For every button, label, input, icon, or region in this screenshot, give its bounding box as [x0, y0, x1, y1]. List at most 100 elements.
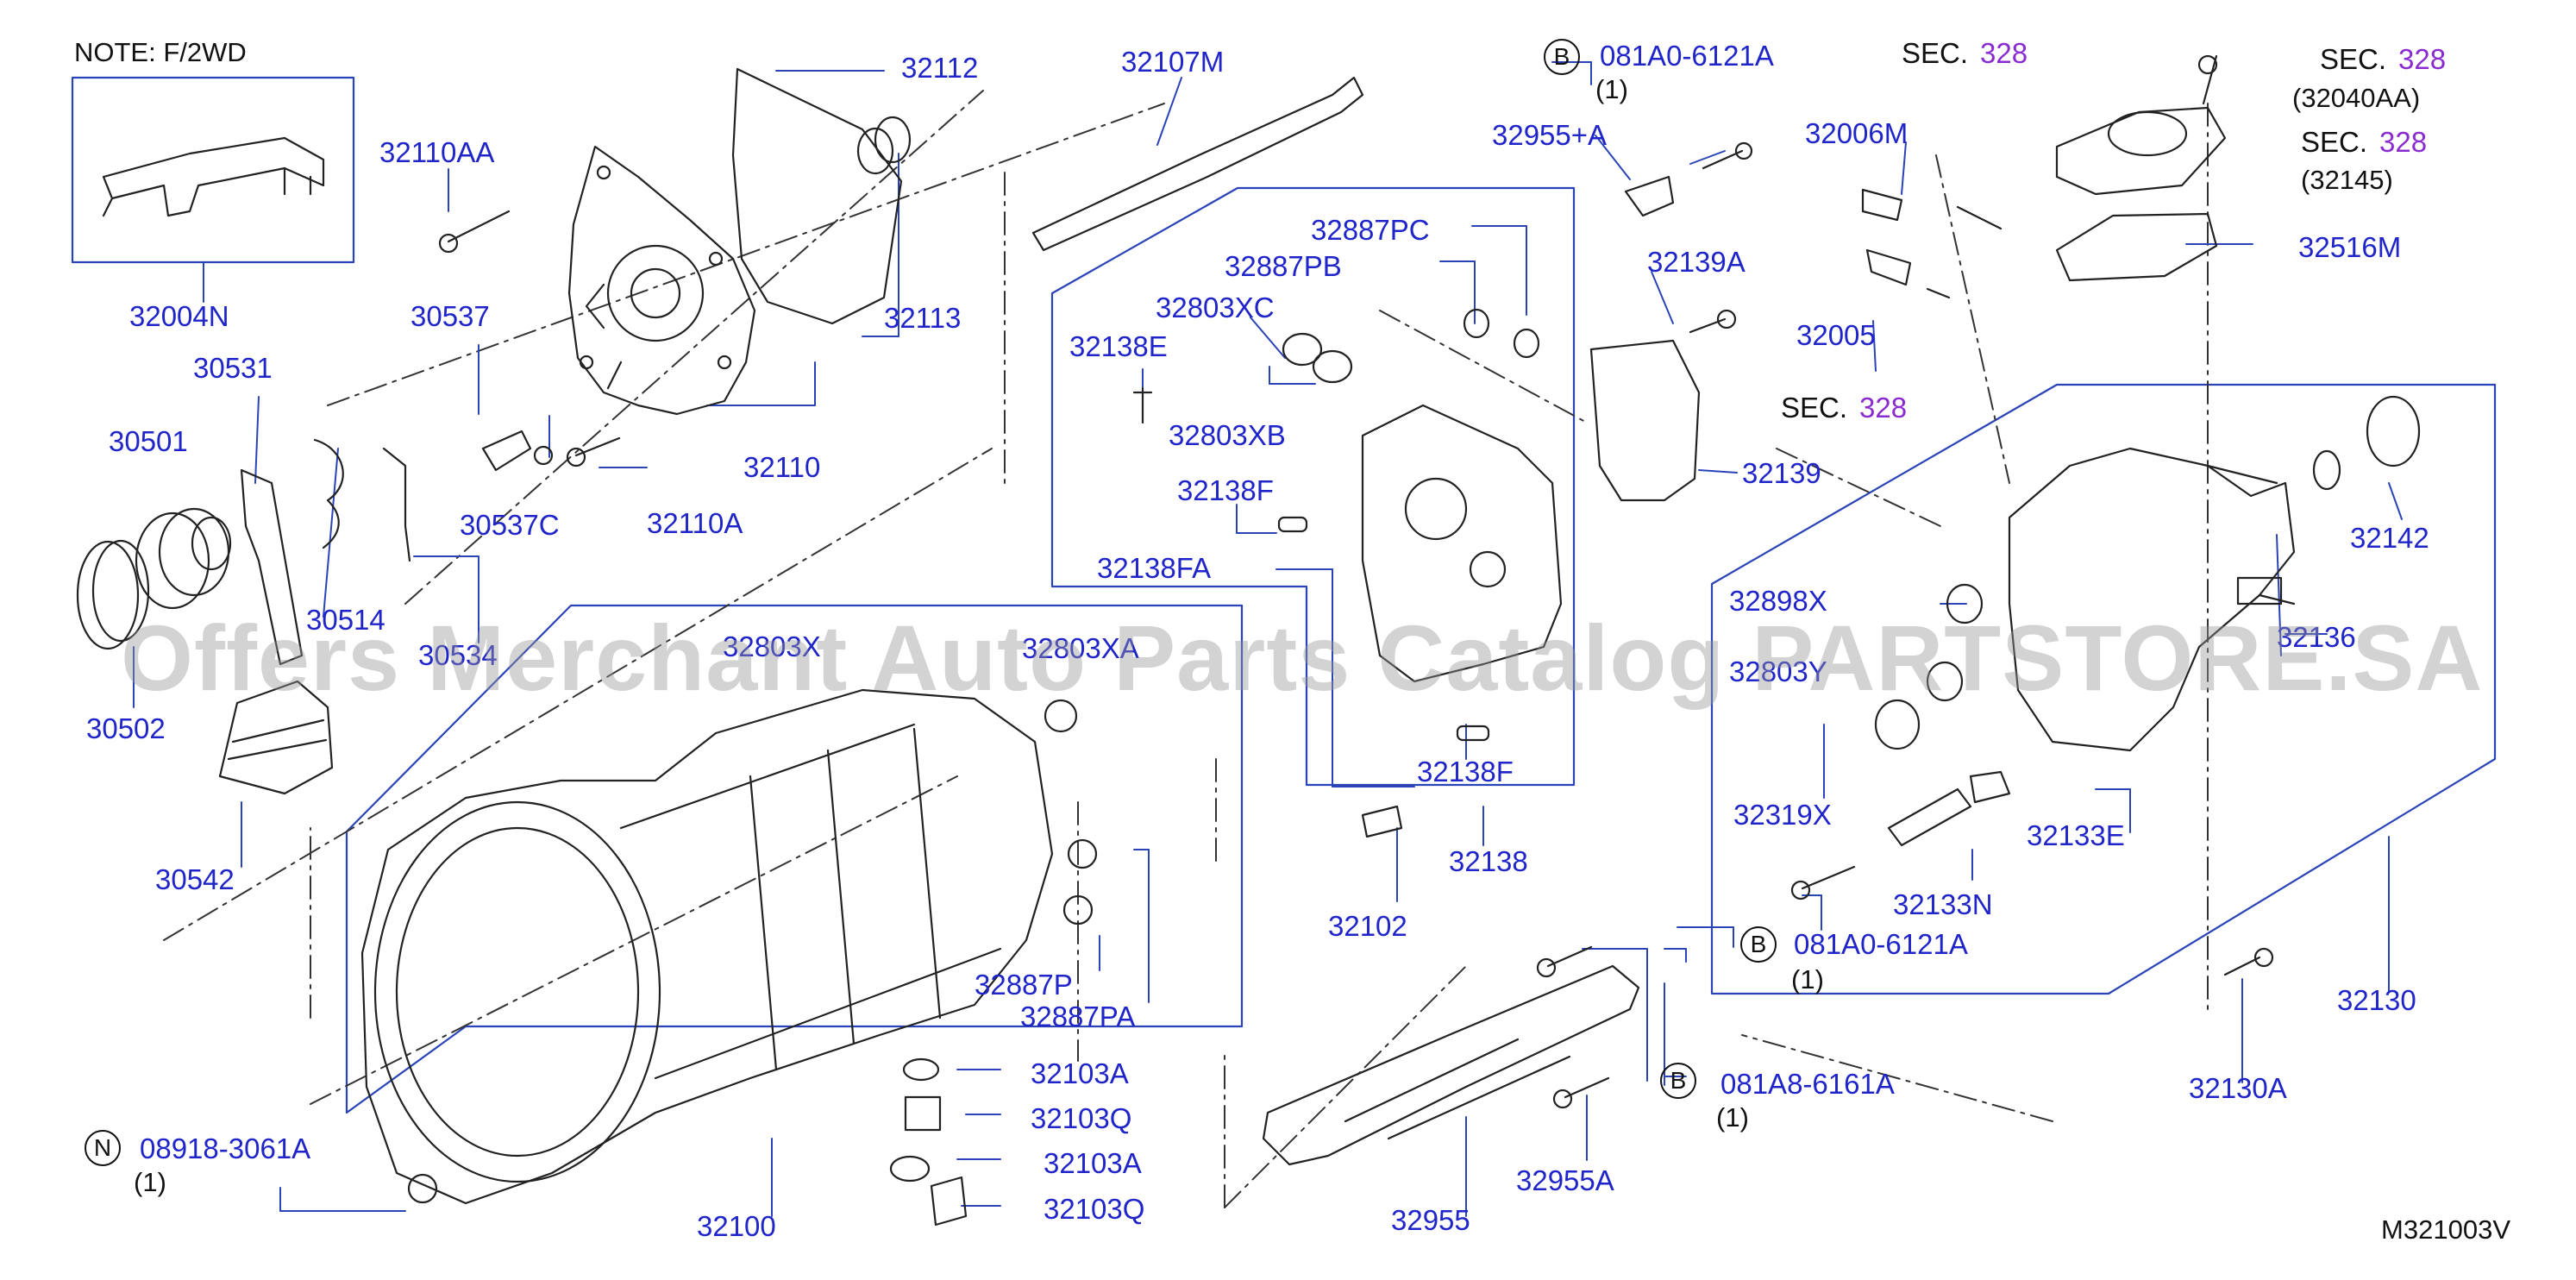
part-label-30501[interactable]: 30501 [109, 425, 188, 457]
part-label-32004n[interactable]: 32004N [129, 300, 229, 332]
part-label-32887pc[interactable]: 32887PC [1311, 214, 1430, 246]
part-label-32103q-2[interactable]: 32103Q [1044, 1193, 1145, 1225]
part-label-32138f-bot[interactable]: 32138F [1417, 756, 1514, 787]
sec-word: SEC. [2301, 126, 2368, 158]
oring-32103a-1-shape [902, 1057, 940, 1082]
part-label-32107m[interactable]: 32107M [1121, 46, 1225, 78]
b-callout-circle-3: B [1660, 1063, 1696, 1099]
bolt-32130a-shape [2223, 947, 2274, 976]
bolt-081a0-top-shape [1702, 141, 1753, 170]
bracket-32955a-plus-shape [1624, 175, 1675, 217]
note-label: NOTE: F/2WD [74, 37, 247, 67]
part-label-30537c[interactable]: 30537C [460, 509, 560, 541]
part-label-32803xc[interactable]: 32803XC [1156, 292, 1275, 323]
release-bearing-30501-shape [135, 507, 232, 610]
part-label-32130[interactable]: 32130 [2337, 984, 2416, 1016]
plug-32803xa-shape [1044, 699, 1078, 733]
quantity-label-3: (1) [1716, 1102, 1749, 1133]
part-label-32130a[interactable]: 32130A [2189, 1072, 2287, 1104]
part-label-30534[interactable]: 30534 [418, 639, 498, 671]
main-case-group-box [345, 604, 1244, 1114]
seal-32113-shape [856, 116, 912, 175]
pin-32138f-bot-shape [1456, 725, 1490, 742]
part-label-081a0-6121a-top[interactable]: 081A0-6121A [1600, 40, 1774, 72]
part-label-32110a[interactable]: 32110A [647, 507, 743, 539]
sec-word: SEC. [2320, 43, 2387, 75]
shift-cover-sec328-shape [2055, 54, 2227, 196]
part-label-32138f-top[interactable]: 32138F [1177, 474, 1274, 506]
sec-328-ref-2[interactable]: SEC. 328 [2320, 45, 2446, 73]
bolt-32110aa-shape [438, 210, 511, 254]
part-label-32133e[interactable]: 32133E [2027, 819, 2125, 851]
sec-328-ref-4[interactable]: SEC.328 [1781, 393, 1907, 422]
part-label-32887pb[interactable]: 32887PB [1225, 250, 1342, 282]
withdrawal-lever-30531-shape [240, 468, 304, 666]
part-label-32112[interactable]: 32112 [901, 52, 979, 84]
part-label-32142[interactable]: 32142 [2350, 522, 2429, 554]
alignment-lines [163, 90, 2209, 1208]
group-box-lines [71, 76, 2497, 1114]
part-label-32803x[interactable]: 32803X [723, 631, 821, 662]
sec-328-ref-1[interactable]: SEC.328 [1902, 39, 2028, 67]
part-label-32113[interactable]: 32113 [884, 302, 962, 334]
part-label-32803xa[interactable]: 32803XA [1022, 632, 1139, 664]
quantity-label-1: (1) [1595, 74, 1628, 104]
part-label-32898x[interactable]: 32898X [1729, 585, 1827, 617]
boot-30542-shape [218, 680, 334, 795]
part-label-32102[interactable]: 32102 [1328, 910, 1407, 942]
part-label-32006m[interactable]: 32006M [1805, 117, 1908, 149]
part-label-32887p[interactable]: 32887P [975, 969, 1073, 1001]
part-label-30537[interactable]: 30537 [411, 300, 490, 332]
part-label-32005[interactable]: 32005 [1796, 319, 1876, 351]
part-label-30542[interactable]: 30542 [155, 863, 235, 895]
sec-num: 328 [2398, 43, 2447, 75]
part-label-32139a[interactable]: 32139A [1647, 246, 1746, 278]
part-label-32103a-1[interactable]: 32103A [1031, 1057, 1129, 1089]
part-label-32319x[interactable]: 32319X [1733, 799, 1832, 831]
part-label-32103q-1[interactable]: 32103Q [1031, 1102, 1132, 1134]
pin-32138e-shape [1132, 386, 1153, 424]
sec-word: SEC. [1781, 392, 1848, 424]
part-label-32955a[interactable]: 32955A [1516, 1164, 1614, 1196]
bushing-32887pa-shape [1067, 838, 1098, 869]
part-label-081a0-6121a-bot[interactable]: 081A0-6121A [1794, 928, 1968, 960]
part-label-32110[interactable]: 32110 [743, 451, 821, 483]
n-callout-circle: N [85, 1130, 121, 1166]
part-label-32138e[interactable]: 32138E [1069, 330, 1168, 362]
part-label-30531[interactable]: 30531 [193, 352, 273, 384]
bolt-081a8-shape [1536, 945, 1593, 978]
sec-328-ref-3[interactable]: SEC.328 [2301, 128, 2427, 156]
part-label-32110aa[interactable]: 32110AA [379, 136, 495, 168]
part-label-32955[interactable]: 32955 [1391, 1204, 1470, 1236]
part-label-30502[interactable]: 30502 [86, 712, 166, 744]
part-label-081a8-6161a[interactable]: 081A8-6161A [1720, 1068, 1895, 1100]
shift-fork-32133n-shape [1887, 770, 2011, 847]
switch-32006m-shape [1861, 188, 2003, 230]
part-label-32516m[interactable]: 32516M [2298, 231, 2402, 263]
magnet-32102-shape [1361, 805, 1403, 838]
gasket-32112-shape [731, 67, 903, 325]
part-label-32955-plus-a[interactable]: 32955+A [1492, 119, 1608, 151]
part-label-32136[interactable]: 32136 [2277, 621, 2356, 653]
part-label-08918-3061a[interactable]: 08918-3061A [140, 1133, 311, 1164]
bushing-32898x-shape [1946, 583, 1984, 624]
part-label-32138fa[interactable]: 32138FA [1097, 552, 1212, 584]
part-label-32138[interactable]: 32138 [1449, 845, 1528, 877]
part-label-32887pa[interactable]: 32887PA [1020, 1001, 1136, 1032]
sec-word: SEC. [1902, 37, 1969, 69]
part-label-32803xb[interactable]: 32803XB [1169, 419, 1286, 451]
part-label-32133n[interactable]: 32133N [1893, 888, 1993, 920]
part-label-32803y[interactable]: 32803Y [1729, 656, 1827, 687]
plug-08918-shape [407, 1173, 438, 1204]
bushing-32887pc-shape [1513, 328, 1540, 359]
watermark-text: Offers Merchant Auto Parts Catalog PARTS… [121, 605, 2484, 710]
extension-group-box [1710, 383, 2497, 995]
part-label-32139[interactable]: 32139 [1742, 457, 1821, 489]
part-label-32100[interactable]: 32100 [697, 1210, 776, 1242]
pivot-30537-shape [481, 430, 532, 472]
part-label-30514[interactable]: 30514 [306, 604, 385, 636]
part-label-32103a-2[interactable]: 32103A [1044, 1147, 1142, 1179]
bolt-081a0-bot-shape [1790, 865, 1856, 900]
